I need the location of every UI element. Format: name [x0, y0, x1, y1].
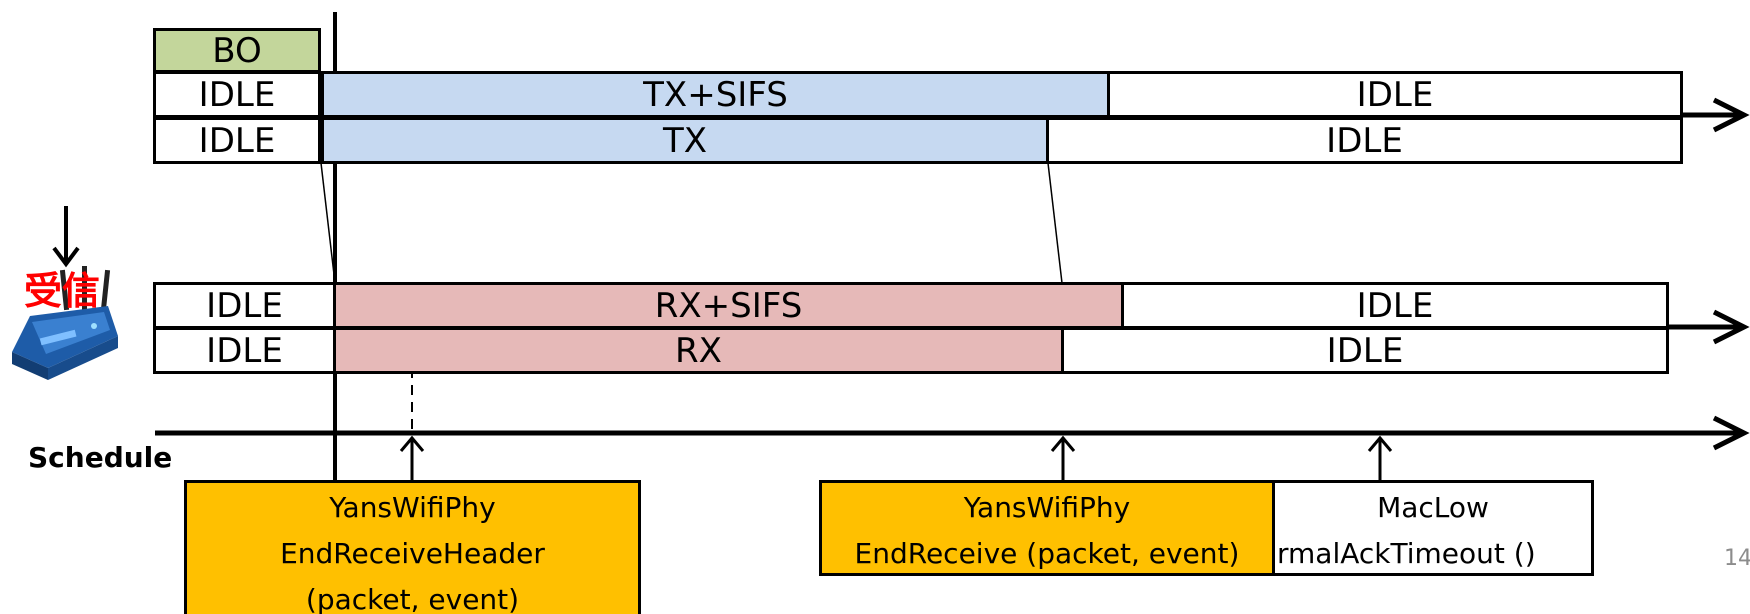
receiver-mac-idle-before: IDLE — [153, 282, 336, 329]
event-end-receive: YansWifiPhy EndReceive (packet, event) — [819, 480, 1275, 576]
event-end-receive-header-line2: EndReceiveHeader — [280, 537, 545, 570]
receiver-phy-idle-after: IDLE — [1061, 327, 1669, 374]
sender-mac-idle-after-label: IDLE — [1356, 74, 1434, 115]
sender-timeline-arrowhead — [1712, 97, 1750, 133]
sender-mac-idle-before-label: IDLE — [198, 74, 276, 115]
propagation-line-start — [320, 162, 336, 284]
event-arrowhead-acktimeout — [1367, 435, 1393, 452]
event-end-receive-header-line3: (packet, event) — [305, 583, 520, 614]
sender-mac-tx-sifs-label: TX+SIFS — [643, 74, 788, 115]
sender-backoff-cell: BO — [153, 28, 321, 73]
receiver-phy-rx-label: RX — [675, 330, 722, 371]
event-end-receive-line1: YansWifiPhy — [963, 491, 1131, 524]
wifi-router-icon — [12, 266, 118, 380]
propagation-line-end — [1047, 162, 1063, 284]
receiver-timeline-arrowhead — [1712, 309, 1750, 345]
event-end-receive-line2: EndReceive (packet, event) — [854, 537, 1240, 570]
receiver-phy-idle-after-label: IDLE — [1326, 330, 1404, 371]
sender-phy-idle-after-label: IDLE — [1326, 120, 1403, 161]
receiver-mac-rx-sifs-block: RX+SIFS — [333, 282, 1124, 329]
sender-mac-idle-after: IDLE — [1107, 71, 1683, 118]
receive-label: 受信 — [24, 269, 101, 313]
sender-phy-tx-block: TX — [321, 117, 1049, 164]
sender-mac-tx-sifs-block: TX+SIFS — [321, 71, 1110, 118]
receiver-mac-idle-after: IDLE — [1121, 282, 1669, 329]
receiver-mac-idle-before-label: IDLE — [206, 285, 283, 326]
event-arrowhead-header — [399, 435, 425, 452]
event-normal-ack-timeout-line2: rmalAckTimeout () — [1277, 537, 1536, 570]
sender-backoff-label: BO — [212, 30, 262, 71]
schedule-timeline-arrowhead — [1712, 415, 1750, 451]
sender-phy-tx-label: TX — [662, 120, 708, 161]
slide-number: 14 — [1724, 546, 1750, 571]
event-end-receive-header-line1: YansWifiPhy — [329, 491, 496, 524]
receive-down-arrowhead — [52, 246, 80, 268]
receiver-phy-idle-before: IDLE — [153, 327, 336, 374]
event-time-marker — [333, 12, 337, 482]
sender-phy-idle-after: IDLE — [1046, 117, 1683, 164]
sender-phy-idle-before-label: IDLE — [198, 120, 276, 161]
event-end-receive-header: YansWifiPhy EndReceiveHeader (packet, ev… — [184, 480, 641, 614]
event-arrowhead-receive — [1050, 435, 1076, 452]
event-normal-ack-timeout: MacLow rmalAckTimeout () — [1272, 480, 1594, 576]
event-normal-ack-timeout-line1: MacLow — [1377, 491, 1489, 524]
sender-mac-idle-before: IDLE — [153, 71, 321, 118]
receiver-phy-idle-before-label: IDLE — [206, 330, 283, 371]
sender-phy-idle-before: IDLE — [153, 117, 321, 164]
schedule-label: Schedule — [28, 441, 173, 474]
receiver-phy-rx-block: RX — [333, 327, 1064, 374]
receiver-mac-rx-sifs-label: RX+SIFS — [654, 285, 803, 326]
receiver-mac-idle-after-label: IDLE — [1356, 285, 1434, 326]
